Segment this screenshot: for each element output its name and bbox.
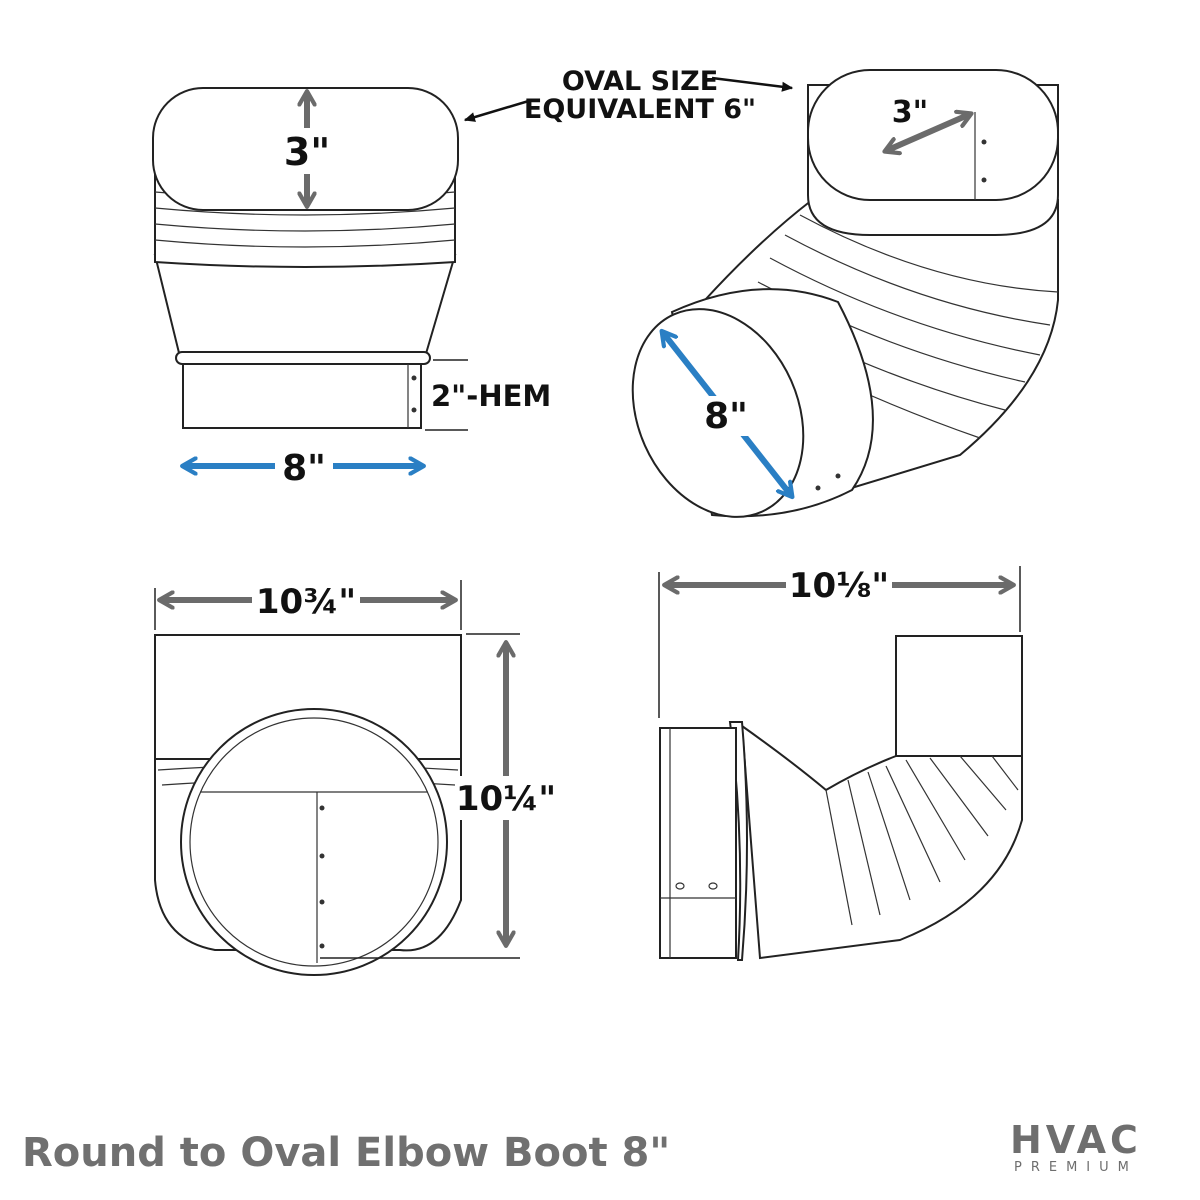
side-view-bead [728,721,748,961]
oval-depth-label-front: 3" [284,130,330,174]
callout-line-1: OVAL SIZE [562,66,718,97]
callout-leader-right [711,76,794,92]
hem-label: 2"-HEM [431,379,551,413]
side-view-bend [740,723,1023,960]
boot-taper [153,254,457,358]
oval-depth-label-iso: 3" [892,95,929,130]
height-label-bottom-left: 10¼" [456,779,556,819]
round-collar-back [180,708,448,976]
callout-line-2: EQUIVALENT 6" [524,94,756,125]
product-title: Round to Oval Elbow Boot 8" [22,1130,671,1176]
front-view-boot [152,87,468,431]
hvac-premium-logo: HVAC PREMIUM [1010,1120,1180,1180]
side-view-collar [659,727,737,959]
back-view-boot [154,580,520,976]
width-label-bottom-left: 10¾" [256,582,356,622]
side-view-elbow [658,566,1023,961]
round-collar [182,363,422,429]
collar-bead [175,351,431,365]
callout-leader-left [463,98,533,122]
round-diameter-label-iso: 8" [704,396,748,437]
logo-sub-text: PREMIUM [1014,1160,1138,1175]
side-view-outlet [895,635,1023,757]
length-label-bottom-right: 10⅛" [789,566,889,606]
oval-outlet-opening [807,69,1059,201]
oval-depth-arrow-iso [888,115,968,150]
logo-main-text: HVAC [1010,1118,1142,1162]
round-diameter-label-front: 8" [282,448,326,489]
isometric-elbow [631,69,1059,518]
